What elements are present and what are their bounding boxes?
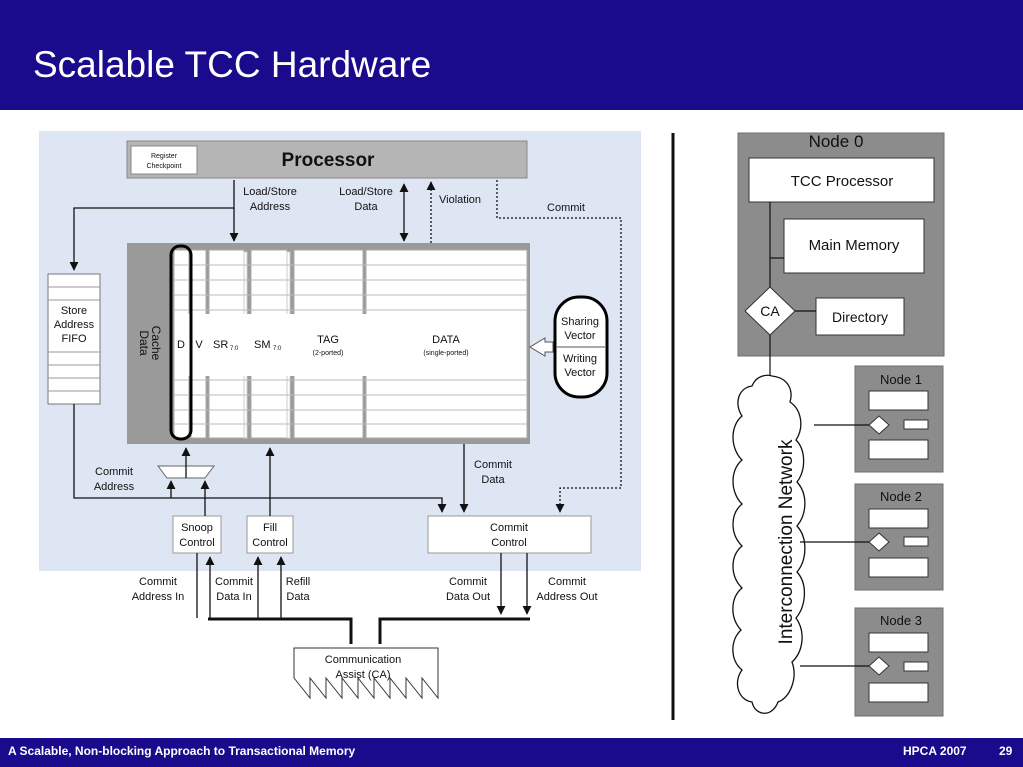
network-label: Interconnection Network xyxy=(776,439,797,644)
commit-data-in-label-2: Data In xyxy=(216,591,251,603)
footer-bar xyxy=(0,738,1023,767)
data-column-label: DATA xyxy=(432,334,460,346)
directory-label: Directory xyxy=(832,309,888,325)
title-bar xyxy=(0,0,1023,112)
sharing-vector-label-2: Vector xyxy=(564,330,596,342)
interconnection-network-cloud xyxy=(732,374,806,714)
ca-bus xyxy=(208,617,530,644)
v-column-label: V xyxy=(195,339,203,351)
node3-label: Node 3 xyxy=(880,613,922,628)
commit-address-in-label-2: Address In xyxy=(132,591,185,603)
register-checkpoint-label-1: Register xyxy=(151,153,178,160)
vector-input-arrow xyxy=(529,337,554,357)
commit-control-label-2: Control xyxy=(491,537,526,549)
commit-address-in-label-1: Commit xyxy=(139,576,177,588)
sr-column-subscript: 7:0 xyxy=(230,346,239,352)
sr-column-label: SR xyxy=(213,339,228,351)
footer-title: A Scalable, Non-blocking Approach to Tra… xyxy=(8,744,356,758)
cache-row-lines xyxy=(174,264,527,425)
node3 xyxy=(800,607,944,717)
store-fifo-label-3: FIFO xyxy=(61,333,86,345)
commit-data-label-1: Commit xyxy=(474,459,512,471)
commit-address-label-1: Commit xyxy=(95,466,133,478)
refill-data-label-2: Data xyxy=(286,591,310,603)
commit-control-label-1: Commit xyxy=(490,522,528,534)
node0-label: Node 0 xyxy=(809,132,864,151)
node0-links xyxy=(769,202,816,375)
snoop-control-box xyxy=(172,515,222,554)
directory-box xyxy=(815,297,905,336)
load-store-address-label-2: Address xyxy=(250,201,291,213)
fill-control-label-1: Fill xyxy=(263,522,277,534)
load-store-data-label-2: Data xyxy=(354,201,378,213)
data-column-sublabel: (single-ported) xyxy=(423,350,468,357)
ca-label: CA xyxy=(760,303,780,319)
load-store-address-label-1: Load/Store xyxy=(243,186,297,198)
store-fifo-label-1: Store xyxy=(61,305,87,317)
violation-label: Violation xyxy=(439,194,481,206)
store-fifo-label-2: Address xyxy=(54,319,95,331)
processor-label: Processor xyxy=(282,150,376,171)
snoop-control-label-1: Snoop xyxy=(181,522,213,534)
tcc-processor-diagram: Processor Register Checkpoint Load/Store… xyxy=(39,131,641,700)
tcc-processor-label: TCC Processor xyxy=(791,173,894,190)
node2 xyxy=(800,483,944,591)
commit-data-label-2: Data xyxy=(481,474,505,486)
data-cache-label-1: Data xyxy=(137,330,151,356)
refill-data-label-1: Refill xyxy=(286,576,310,588)
commit-data-in-label-1: Commit xyxy=(215,576,253,588)
register-checkpoint-label-2: Checkpoint xyxy=(146,163,181,170)
commit-address-out-label-2: Address Out xyxy=(536,591,597,603)
node1 xyxy=(814,365,944,473)
d-column-label: D xyxy=(177,339,185,351)
fill-control-label-2: Control xyxy=(252,537,287,549)
tag-column-sublabel: (2-ported) xyxy=(313,350,344,357)
main-memory-box xyxy=(783,218,925,274)
ca-label-2: Assist (CA) xyxy=(336,669,391,681)
store-address-fifo xyxy=(47,273,101,405)
footer-conference: HPCA 2007 xyxy=(903,744,967,758)
writing-vector-label-2: Vector xyxy=(564,367,596,379)
sm-column-label: SM xyxy=(254,339,271,351)
fill-control-box xyxy=(246,515,294,554)
commit-control-box xyxy=(427,515,592,554)
writing-vector-label-1: Writing xyxy=(563,353,597,365)
communication-assist-box xyxy=(293,647,439,700)
commit-address-label-2: Address xyxy=(94,481,135,493)
node1-label: Node 1 xyxy=(880,372,922,387)
register-checkpoint-box xyxy=(130,145,198,175)
node2-label: Node 2 xyxy=(880,489,922,504)
sm-column-subscript: 7:0 xyxy=(273,346,282,352)
tcc-processor-box xyxy=(748,157,935,203)
commit-data-out-label-2: Data Out xyxy=(446,591,490,603)
tcc-system-diagram: Node 0 TCC Processor Main Memory Directo… xyxy=(732,132,945,717)
load-store-data-label-1: Load/Store xyxy=(339,186,393,198)
page-number: 29 xyxy=(999,744,1013,758)
data-cache-label-2: Cache xyxy=(149,326,163,361)
snoop-control-label-2: Control xyxy=(179,537,214,549)
slide-title: Scalable TCC Hardware xyxy=(33,44,432,85)
dirty-bit-highlight xyxy=(169,244,193,441)
sharing-vector-label-1: Sharing xyxy=(561,316,599,328)
ca-label-1: Communication xyxy=(325,654,401,666)
commit-address-out-label-1: Commit xyxy=(548,576,586,588)
diagram-wires xyxy=(69,180,622,618)
main-memory-label: Main Memory xyxy=(809,237,900,254)
commit-data-out-label-1: Commit xyxy=(449,576,487,588)
commit-label: Commit xyxy=(547,202,585,214)
tag-column-label: TAG xyxy=(317,334,339,346)
